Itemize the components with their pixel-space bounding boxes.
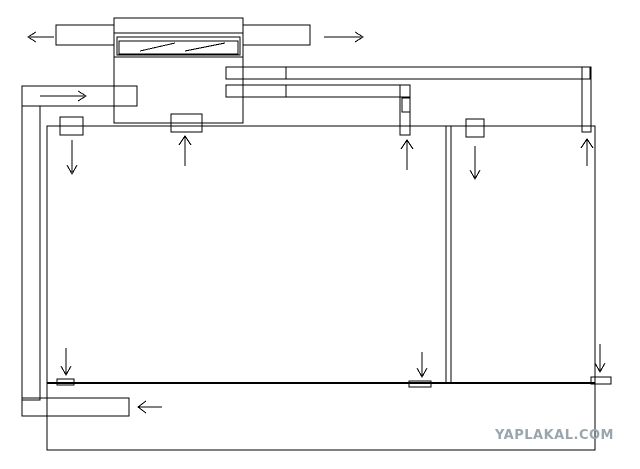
upper-long-duct: [285, 66, 591, 80]
bottom-left-duct: [21, 397, 130, 417]
arrow-up-vent-2-icon: [178, 135, 192, 166]
vent-bottom-3: [590, 376, 612, 385]
arrow-down-vent-1-icon: [66, 140, 78, 176]
unit-housing: [113, 17, 244, 124]
filter-outer: [116, 36, 241, 56]
watermark-text: YAPLAKAL.COM: [495, 428, 614, 443]
vent-bottom-1: [56, 378, 75, 386]
arrow-up-vent-3-icon: [400, 139, 414, 170]
vent-top-4: [465, 118, 485, 138]
arrow-up-vent-5-icon: [580, 138, 594, 166]
outer-room-rect: [46, 125, 596, 451]
arrow-down-bottom-2-icon: [416, 352, 428, 379]
top-vents: [59, 113, 594, 181]
left-vertical-duct: [21, 85, 162, 417]
arrow-down-vent-4-icon: [469, 146, 481, 181]
room-outline: [46, 125, 596, 451]
lower-duct-start: [225, 84, 287, 98]
arrow-right-icon: [324, 31, 364, 43]
arrow-right-top-left-icon: [40, 90, 87, 102]
arrow-left-bottom-icon: [137, 400, 162, 414]
arrow-down-bottom-3-icon: [594, 344, 606, 374]
vent-top-2: [170, 113, 203, 133]
filter-stroke-1: [139, 42, 176, 52]
unit-side-ducts: [27, 24, 364, 46]
filter-stroke-2: [184, 42, 226, 52]
filter-inner: [118, 40, 239, 55]
lower-duct: [285, 84, 411, 98]
right-side-duct: [242, 24, 311, 46]
upper-duct-riser: [581, 66, 592, 133]
bottom-vents: [56, 344, 612, 388]
top-left-duct: [21, 85, 138, 107]
arrow-left-icon: [27, 31, 54, 43]
central-unit: [113, 17, 244, 124]
vent-bottom-2: [408, 380, 432, 388]
left-side-duct: [55, 24, 115, 46]
arrow-down-bottom-1-icon: [60, 348, 72, 377]
lower-duct-riser-bend: [401, 97, 411, 113]
long-ducts: [225, 66, 592, 136]
left-vertical-riser: [21, 105, 41, 401]
upper-long-duct-start: [225, 66, 287, 80]
vent-top-1: [59, 116, 84, 136]
partition-wall: [445, 125, 452, 384]
